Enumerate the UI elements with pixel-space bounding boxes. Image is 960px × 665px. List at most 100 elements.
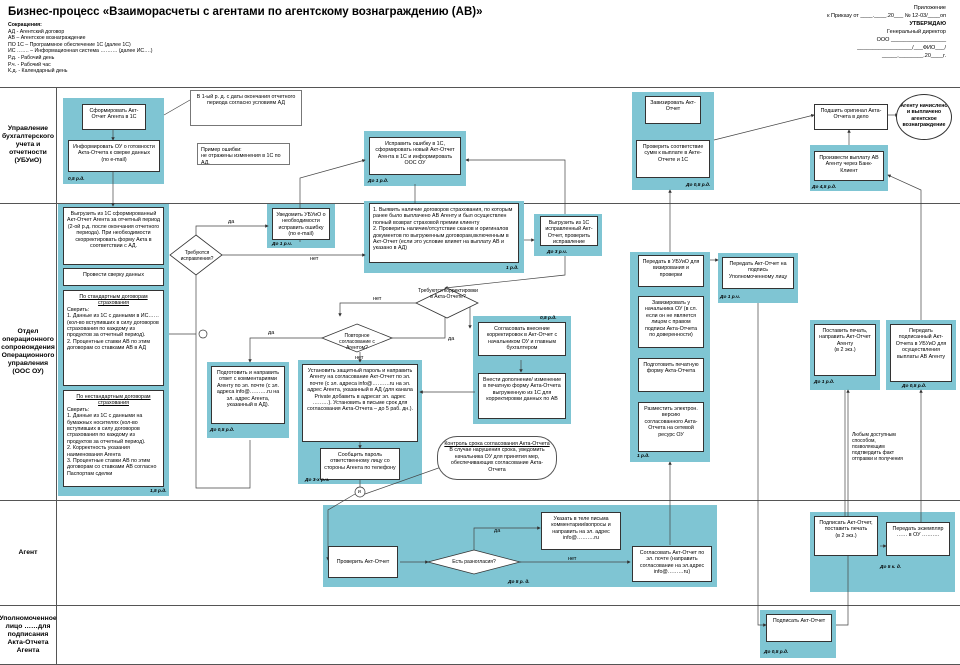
label-no: нет: [355, 355, 364, 361]
box-sign-stamp: Подписать Акт-Отчет, поставить печать (в…: [814, 516, 878, 556]
box-subtext: (в 2 экз.): [835, 532, 857, 539]
box-visa-head: Завизировать у начальника ОУ (в сл. если…: [638, 296, 704, 348]
box-reconcile: Провести сверку данных: [63, 268, 164, 286]
org: ООО __________________: [876, 37, 946, 43]
merge-circle: [198, 329, 208, 339]
abbr-item: АВ – Агентское вознаграждение: [8, 35, 86, 42]
director: Генеральный директор: [887, 29, 946, 35]
box-subtext: (в 2 экз.): [834, 347, 856, 354]
abbr-item: Р.д. - Рабочий день: [8, 54, 55, 61]
abbr-item: АД - Агентский договор: [8, 28, 65, 35]
abbr-title: Сокращения:: [8, 22, 42, 28]
appendix: Приложение: [913, 5, 946, 11]
lane-agent: Агент: [18, 548, 38, 556]
date: _____.________.20____г.: [881, 53, 946, 59]
box-deadline-control: Контроль срока согласования Акта-Отчета …: [437, 436, 557, 480]
box-subtext: (по e-mail): [101, 156, 127, 163]
duration: 1 р.д.: [637, 454, 650, 459]
box-tell-password: Сообщить пароль ответственному лицу со с…: [320, 448, 400, 480]
box-nonstandard-contracts: По нестандартным договорам страхования С…: [63, 390, 164, 487]
box-prepare-print: Подготовить печатную форму Акта-Отчета: [638, 358, 704, 392]
note-delivery: Любым доступным способом, позволяющим по…: [852, 432, 903, 462]
duration: До 4,5 р.д.: [812, 185, 837, 190]
box-check-contracts: 1. Выявить наличие договоров страхования…: [369, 203, 519, 263]
box-text: В случае нарушения срока, уведомить нача…: [449, 447, 545, 473]
label-and: и: [358, 489, 361, 495]
end-event-paid: Агенту начислено и выплачено агентское в…: [896, 94, 952, 140]
decision-reapprove: Повторное согласование с Агентом?: [339, 333, 375, 351]
box-file-original: Подшить оригинал Акта-Отчета в дело: [814, 104, 888, 130]
note-error-example: Пример ошибки: не отражены изменения в 1…: [197, 143, 290, 165]
duration: До 3 р.ч.: [547, 250, 568, 255]
label-no: нет: [568, 556, 577, 562]
decision-fix-needed: Требуются исправления?: [180, 250, 214, 262]
box-send-ubuio: Передать в УБУиО для визирования и прове…: [638, 255, 704, 287]
box-text: Поставить печать, направить Акт-Отчет Аг…: [819, 328, 871, 347]
duration: До 1 р.д.: [814, 380, 835, 385]
box-fix-error: Исправить ошибку в 1С, сформировать новы…: [369, 137, 461, 175]
label-yes: да: [228, 219, 235, 225]
lane-border: [0, 605, 960, 606]
box-upload-act: Выгрузить из 1С сформированный Акт-Отчет…: [63, 207, 164, 265]
box-form-act: Сформировать Акт-Отчет Агента в 1С: [82, 104, 146, 130]
label-yes: да: [494, 528, 501, 534]
page-title: Бизнес-процесс «Взаиморасчеты с агентами…: [8, 6, 483, 18]
duration: 1 р.д.: [506, 266, 519, 271]
label-no: нет: [310, 256, 319, 262]
box-heading: Контроль срока согласования Акта-Отчета: [444, 441, 550, 447]
duration: До 0,5 р.д.: [764, 650, 789, 655]
box-heading: По стандартным договорам страхования: [79, 294, 148, 307]
duration: До 1 р.ч.: [272, 242, 293, 247]
merge-circle: [354, 486, 366, 498]
box-approve-email: Согласовать Акт-Отчет по эл. почте (напр…: [632, 546, 712, 582]
label-yes: да: [268, 330, 275, 336]
lane-ubuio: Управление бухгалтерского учета и отчетн…: [1, 125, 55, 164]
duration: До 3-х р.ч.: [305, 478, 330, 483]
box-stamp-send: Поставить печать, направить Акт-Отчет Аг…: [814, 324, 876, 376]
decision-shape: [415, 287, 479, 319]
duration: До 1 р.д.: [368, 179, 389, 184]
decision-corrections-needed: Требуются корректировки в Акта-Отчете?: [418, 288, 478, 300]
box-comment-email: Указать в теле письма комментарии/вопрос…: [541, 512, 621, 550]
box-return-copy: Передать экземпляр …… в ОУ ……….: [886, 522, 950, 556]
decision-shape: [169, 234, 223, 276]
note-first-day: В 1-ый р. д. с даты окончания отчетного …: [190, 90, 302, 126]
box-pass-signed: Передать подписанный Акт-Отчета в УБУиО …: [890, 324, 952, 382]
box-send-to-agent: Установить защитный пароль и направить А…: [302, 364, 418, 442]
duration: 0,5 р.д.: [68, 177, 85, 182]
lane-border: [0, 500, 960, 501]
duration: До 0,5 р.д.: [686, 183, 711, 188]
box-check-act: Проверить Акт-Отчет: [328, 546, 398, 578]
box-text: Уведомить УБУиО о необходимости исправит…: [276, 212, 326, 231]
abbreviations: Сокращения: АД - Агентский договор АВ – …: [8, 22, 308, 75]
box-sign-act: Подписать Акт-Отчет: [766, 614, 832, 642]
box-upload-network: Разместить электрон. версию согласованно…: [638, 402, 704, 452]
abbr-item: ИС ……. – Информационная система ………. (да…: [8, 48, 153, 55]
box-text: Сверить: 1. Данные из 1С с данными в ИС……: [67, 306, 159, 352]
decision-disagree: Есть разногласия?: [452, 559, 496, 565]
duration: До 1 р.ч.: [720, 295, 741, 300]
box-text: Сверить: 1. Данные из 1С с данными на бу…: [67, 406, 157, 477]
box-text: Подписать Акт-Отчет, поставить печать: [819, 520, 873, 533]
fio: __________________/___ФИО___/: [857, 45, 946, 51]
lane-upol: Уполномоченное лицо ……для подписания Акт…: [0, 615, 57, 654]
box-pay-bank: Произвести выплату АВ Агенту через Банк-…: [814, 151, 884, 181]
box-text: Информировать ОУ о готовности Акта-Отчет…: [73, 144, 155, 157]
abbr-item: ПО 1С – Программное обеспечение 1С (дале…: [8, 41, 131, 48]
decision-shape: [320, 323, 394, 353]
abbr-item: К.д. - Календарный день: [8, 68, 68, 75]
box-give-to-signatory: Передать Акт-Отчет на подпись Уполномоче…: [722, 257, 794, 289]
box-approve-corrections: Согласовать внесение корректировок в Акт…: [478, 322, 566, 356]
duration: До 0,5 р.д.: [210, 428, 235, 433]
decision-shape: [426, 549, 522, 575]
box-standard-contracts: По стандартным договорам страхования Све…: [63, 290, 164, 386]
lane-oos: Отдел операционного сопровождения Операц…: [1, 327, 55, 375]
box-upload-fixed: Выгрузить из 1С исправленный Акт-Отчет, …: [540, 216, 598, 246]
box-visa-act: Завизировать Акт-Отчет: [645, 96, 701, 124]
box-notify-ubuio: Уведомить УБУиО о необходимости исправит…: [272, 208, 330, 240]
lane-border: [0, 87, 960, 88]
approval-block: Приложение к Приказу от ____.____.20___ …: [827, 4, 946, 60]
label-no: нет: [373, 296, 382, 302]
box-inform-ou: Информировать ОУ о готовности Акта-Отчет…: [68, 140, 160, 172]
